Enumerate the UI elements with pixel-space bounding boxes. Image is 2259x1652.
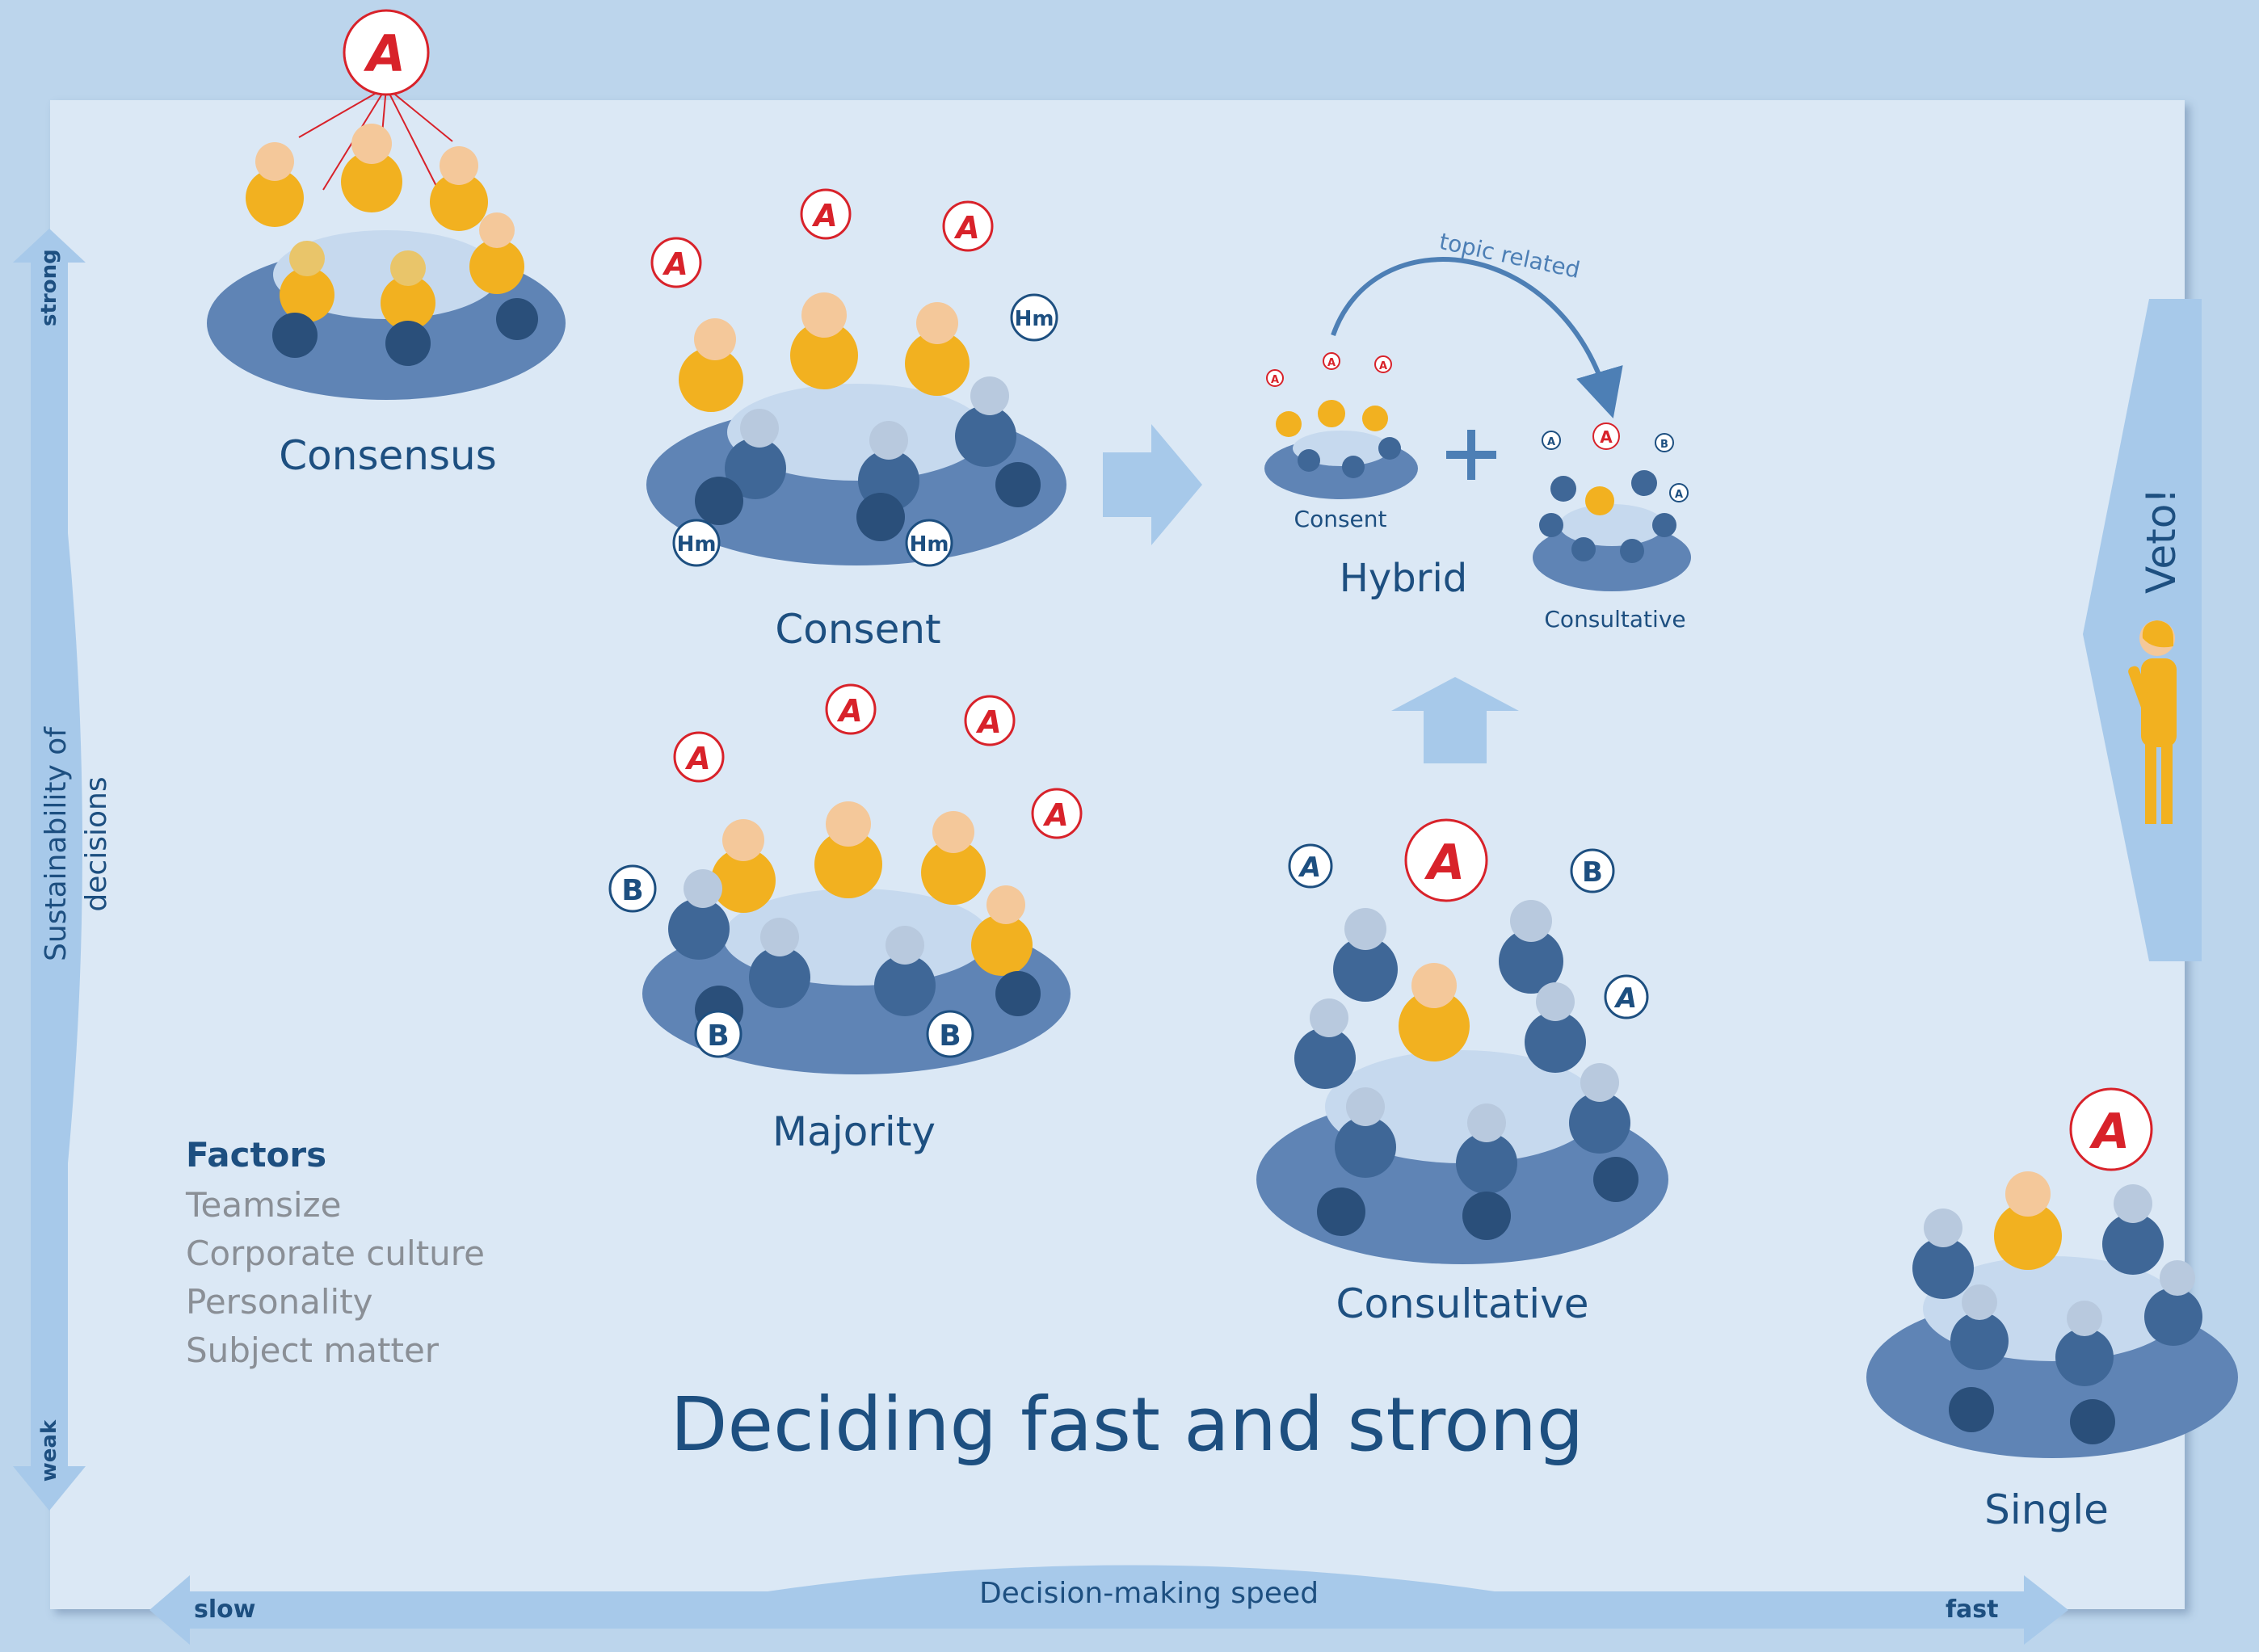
factors-heading: Factors [186,1135,327,1175]
bubble-consultative-a1: A [1288,843,1333,889]
svg-text:A: A [1600,427,1613,447]
page-title: Deciding fast and strong [670,1381,1584,1468]
plus-sign [1446,430,1496,480]
hybrid-consent-mini-group [1264,400,1418,499]
svg-text:B: B [707,1019,729,1053]
single-table-group [1866,1171,2238,1458]
svg-text:A: A [1675,489,1683,501]
consultative-table-group [1256,900,1668,1264]
bubble-hybrid-mini-a4: A [1592,422,1620,450]
consent-table-group [646,292,1066,565]
bubble-consent-hm2: Hm [672,519,721,567]
hybrid-consultative-label: Consultative [1544,606,1686,633]
hybrid-consultative-mini-group [1533,470,1691,591]
svg-text:Hm: Hm [910,532,949,557]
veto-person [2128,620,2177,824]
bubble-single-a: A [2069,1087,2153,1171]
factor-item: Subject matter [186,1330,440,1370]
factor-item: Personality [186,1282,373,1322]
bubble-consultative-a-main: A [1404,818,1488,902]
arrow-up [1391,677,1519,763]
bubble-hybrid-mini-a2: A [1323,352,1340,370]
bubble-hybrid-mini-b1: B [1655,433,1674,452]
bubble-majority-b3: B [926,1010,974,1058]
bubble-consultative-b1: B [1570,848,1615,893]
x-axis-fast: fast [1946,1595,1999,1624]
factor-item: Teamsize [186,1185,342,1225]
svg-text:A: A [1613,982,1637,1015]
svg-text:A: A [1547,436,1555,448]
veto-label: Veto! [2138,487,2185,594]
x-axis-label: Decision-making speed [978,1577,1319,1610]
svg-text:A: A [836,693,862,729]
svg-text:A: A [975,704,1001,740]
single-label: Single [1984,1486,2109,1533]
bubble-hybrid-mini-a5: A [1542,431,1561,450]
svg-text:Hm: Hm [1015,307,1054,331]
svg-text:A: A [811,198,837,233]
consensus-label: Consensus [279,432,497,479]
svg-text:B: B [1582,856,1603,889]
bubble-hybrid-mini-a3: A [1374,355,1392,373]
bubble-majority-a1: A [673,731,725,783]
svg-text:A: A [1271,374,1279,386]
svg-text:A: A [1327,357,1336,369]
svg-text:A: A [363,24,406,83]
consensus-table-group [207,86,566,400]
svg-text:A: A [1424,834,1465,891]
svg-text:A: A [953,210,979,246]
svg-text:Hm: Hm [677,532,717,557]
bubble-consultative-a2: A [1604,974,1649,1019]
horizontal-axis-arrow [149,1565,2068,1645]
bubble-consent-a2: A [800,188,852,240]
majority-label: Majority [772,1108,936,1155]
y-axis-strong: strong [37,249,61,326]
bubble-hybrid-mini-a1: A [1266,369,1284,387]
svg-text:A: A [662,246,688,282]
bubble-majority-a2: A [825,683,877,735]
svg-text:B: B [939,1019,961,1053]
bubble-consent-a3: A [942,200,994,252]
bubble-hybrid-mini-a6: A [1669,483,1689,502]
bubble-consent-hm1: Hm [1010,293,1058,342]
hybrid-label: Hybrid [1339,556,1468,601]
svg-text:A: A [1042,797,1068,833]
svg-text:A: A [1298,851,1321,884]
x-axis-slow: slow [194,1595,256,1624]
svg-text:B: B [1660,439,1668,451]
bubble-consent-a1: A [650,237,702,288]
factors-list: Factors Teamsize Corporate culture Perso… [186,1135,485,1375]
svg-text:A: A [2089,1103,2130,1160]
bubble-majority-b1: B [608,864,657,913]
bubble-majority-b2: B [694,1010,742,1058]
consultative-label: Consultative [1336,1280,1589,1327]
topic-related-arrow [1331,257,1623,419]
y-axis-weak: weak [37,1419,61,1482]
svg-text:B: B [621,874,643,907]
bubble-majority-a4: A [1031,788,1083,839]
svg-text:A: A [684,741,710,776]
bubble-consensus-a: A [343,9,430,96]
factor-item: Corporate culture [186,1234,485,1273]
bubble-consent-hm3: Hm [905,519,953,567]
y-axis-label: Sustainability of decisions [40,727,113,961]
consent-label: Consent [775,606,941,653]
hybrid-consent-label: Consent [1294,506,1387,532]
svg-text:A: A [1379,360,1387,372]
vertical-axis-arrow [13,229,86,1511]
arrow-right [1103,424,1202,545]
bubble-majority-a3: A [964,695,1016,746]
